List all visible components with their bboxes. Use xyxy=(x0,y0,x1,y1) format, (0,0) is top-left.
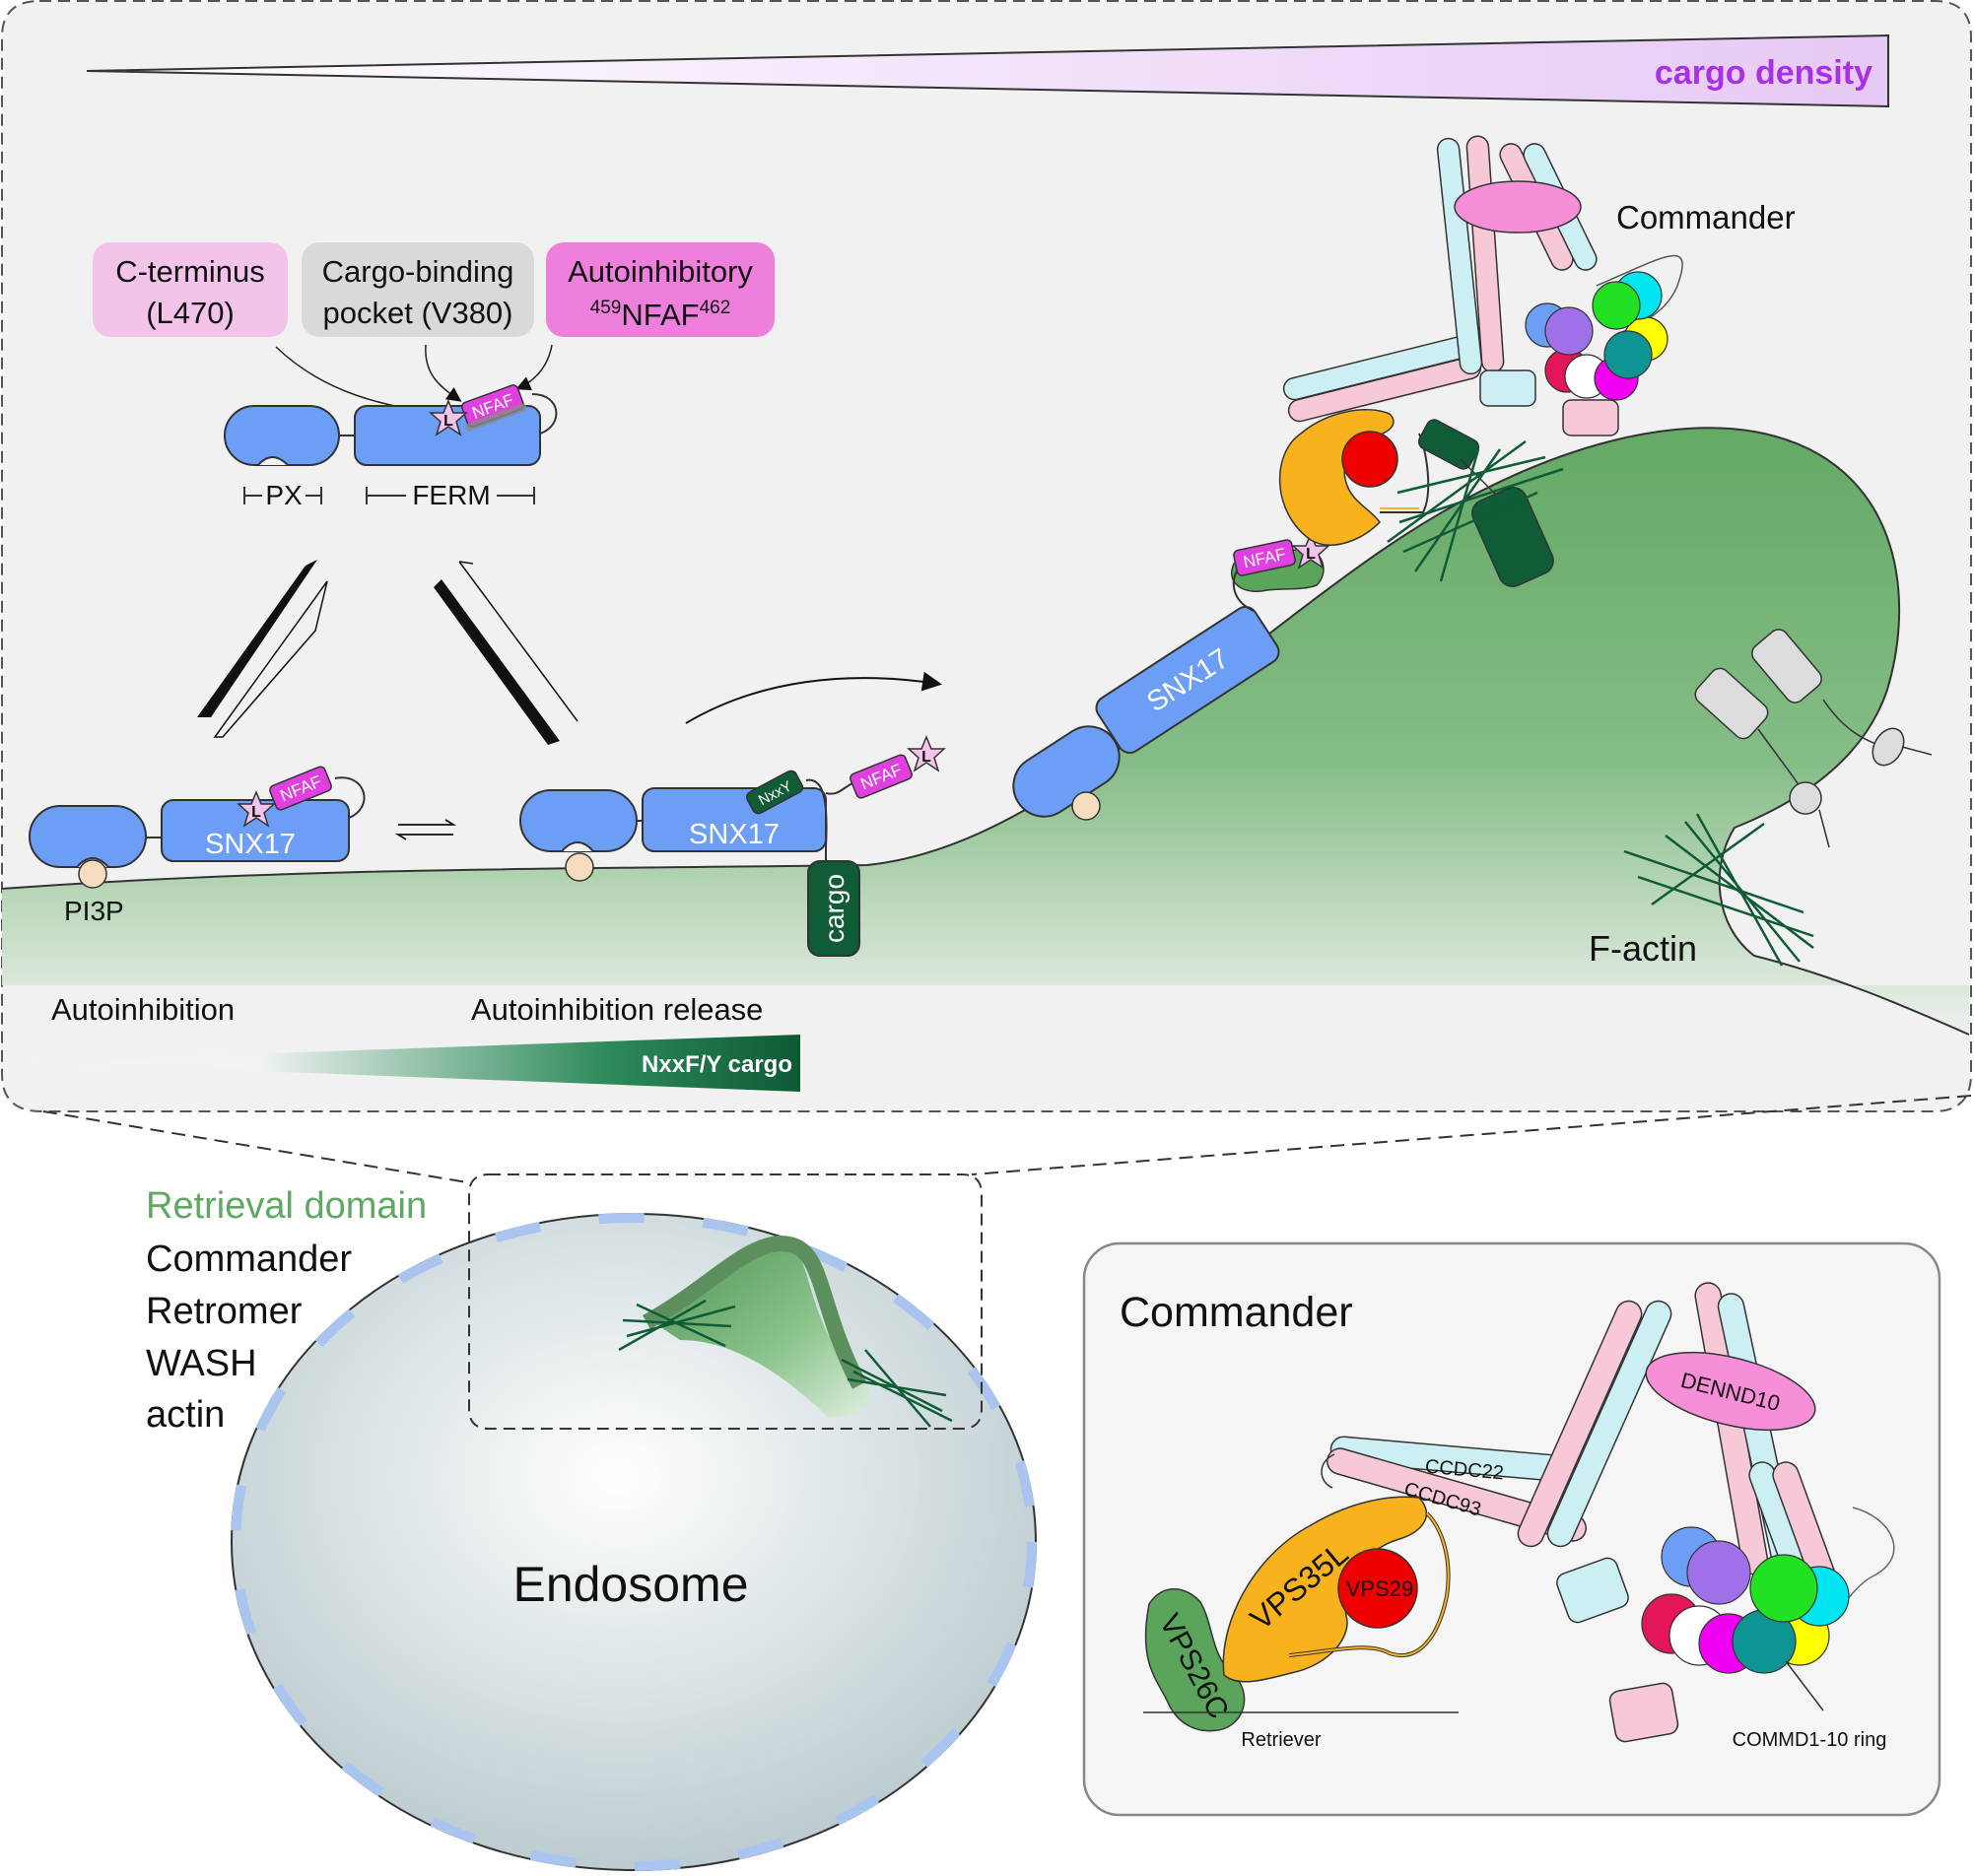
autoinh-line2: 459NFAF462 xyxy=(590,298,731,332)
l-text-mid: L xyxy=(921,749,931,766)
pi3p-label: PI3P xyxy=(64,896,124,926)
snx17-autoinhibited: SNX17 NFAF L xyxy=(29,766,366,889)
cargo-binding-pocket-box: Cargo-binding pocket (V380) xyxy=(302,242,534,337)
list-actin: actin xyxy=(146,1394,225,1436)
list-wash: WASH xyxy=(146,1343,257,1384)
nfaf-mound: NFAF xyxy=(1233,539,1296,576)
pocket-line1: Cargo-binding xyxy=(322,254,514,289)
cargo-text: cargo xyxy=(819,874,850,943)
actin-filaments-top xyxy=(1387,439,1564,582)
commander-label-top: Commander xyxy=(1616,199,1796,235)
pointer-pocket xyxy=(425,344,462,402)
zoom-box xyxy=(468,1173,983,1430)
c-terminus-box: C-terminus (L470) xyxy=(93,242,288,337)
px-label: PX xyxy=(265,480,303,510)
f-actin-label: F-actin xyxy=(1589,928,1697,969)
cargo-density-label: cargo density xyxy=(1655,54,1872,92)
cargo-protein xyxy=(807,860,860,957)
autoinhibition-release-label: Autoinhibition release xyxy=(471,992,763,1027)
arrow-right-down-half xyxy=(458,561,579,722)
membrane-outline xyxy=(1,427,1970,1036)
eq-arrows xyxy=(394,819,457,840)
autoinhibitory-box: Autoinhibitory 459NFAF462 xyxy=(546,242,775,337)
l-star-mid: L xyxy=(907,735,946,772)
px-domain-body xyxy=(224,405,340,466)
list-retromer: Retromer xyxy=(146,1291,303,1332)
ferm-label: FERM xyxy=(412,480,490,510)
ferm-mound xyxy=(1095,606,1280,754)
snx17-text-left: SNX17 xyxy=(205,829,296,860)
endosome-tubule-outline xyxy=(643,1236,867,1389)
nxxfy-cargo-label: NxxF/Y cargo xyxy=(642,1051,792,1078)
arrow-left-up xyxy=(197,560,317,717)
list-commander: Commander xyxy=(146,1239,352,1280)
pocket-line2: pocket (V380) xyxy=(323,296,513,330)
cargo-on-mound xyxy=(1417,419,1480,470)
endosome-label: Endosome xyxy=(512,1557,748,1612)
l-text-mound: L xyxy=(1306,546,1316,563)
l-star-mound: L xyxy=(1291,532,1330,570)
endosome-snx17-dashes xyxy=(231,1213,1037,1871)
snx17-text-mid: SNX17 xyxy=(689,819,780,850)
arrow-right-down xyxy=(434,579,560,745)
pi3p-left xyxy=(78,859,107,889)
snx17-domain-schematic: NFAF L PX FERM xyxy=(224,384,558,510)
pi3p-mid xyxy=(565,852,594,882)
autoinh-sup1: 459 xyxy=(590,298,622,318)
nfaf-mid: NFAF xyxy=(850,754,913,799)
zoom-line-right xyxy=(971,1095,1972,1175)
retrieval-domain-membrane xyxy=(2,428,1969,1035)
vps29-top xyxy=(1341,431,1398,488)
autoinh-line1: Autoinhibitory xyxy=(568,254,753,289)
autoinh-sup2: 462 xyxy=(700,298,731,318)
l-text-left: L xyxy=(251,804,261,821)
nxxfy-cargo-gradient xyxy=(24,1035,800,1092)
commander-top xyxy=(1282,135,1683,436)
l-star-top: L xyxy=(429,399,468,436)
vps29-label: VPS29 xyxy=(1346,1576,1414,1601)
l-star-left: L xyxy=(237,790,276,828)
commd-ring xyxy=(1641,1526,1850,1674)
autoinhibition-label: Autoinhibition xyxy=(51,992,235,1027)
pi3p-mound xyxy=(1071,791,1101,821)
autoinh-main: NFAF xyxy=(621,298,699,332)
arrow-to-retrieval xyxy=(685,671,942,724)
c-terminus-line2: (L470) xyxy=(146,296,235,330)
vps26c-shape xyxy=(1144,1588,1246,1732)
inset-title: Commander xyxy=(1120,1289,1353,1336)
vps35l-top xyxy=(1278,409,1395,546)
vps35l-shape xyxy=(1222,1496,1428,1683)
actin-filaments-bottom xyxy=(1623,813,1814,967)
snx17-on-mound: SNX17 NFAF L xyxy=(1012,532,1330,821)
dennd10-top xyxy=(1454,180,1582,234)
pointer-autoinh xyxy=(515,344,553,391)
retriever-label: Retriever xyxy=(1241,1729,1321,1751)
commd-label: COMMD1-10 ring xyxy=(1733,1729,1887,1751)
l-text-top: L xyxy=(443,413,453,430)
endosome-tubule xyxy=(650,1243,871,1418)
vps29-circle xyxy=(1337,1548,1418,1629)
c-terminus-line1: C-terminus xyxy=(115,254,265,289)
actin-on-endosome xyxy=(618,1299,953,1428)
zoom-line-left xyxy=(42,1110,468,1183)
px-left xyxy=(29,805,147,868)
arrow-left-up-half xyxy=(213,580,328,738)
list-retrieval-domain: Retrieval domain xyxy=(146,1185,427,1227)
receptors-right xyxy=(1694,629,1933,848)
dennd10-ellipse xyxy=(1645,1351,1816,1432)
cargo-density-gradient xyxy=(86,34,1889,108)
